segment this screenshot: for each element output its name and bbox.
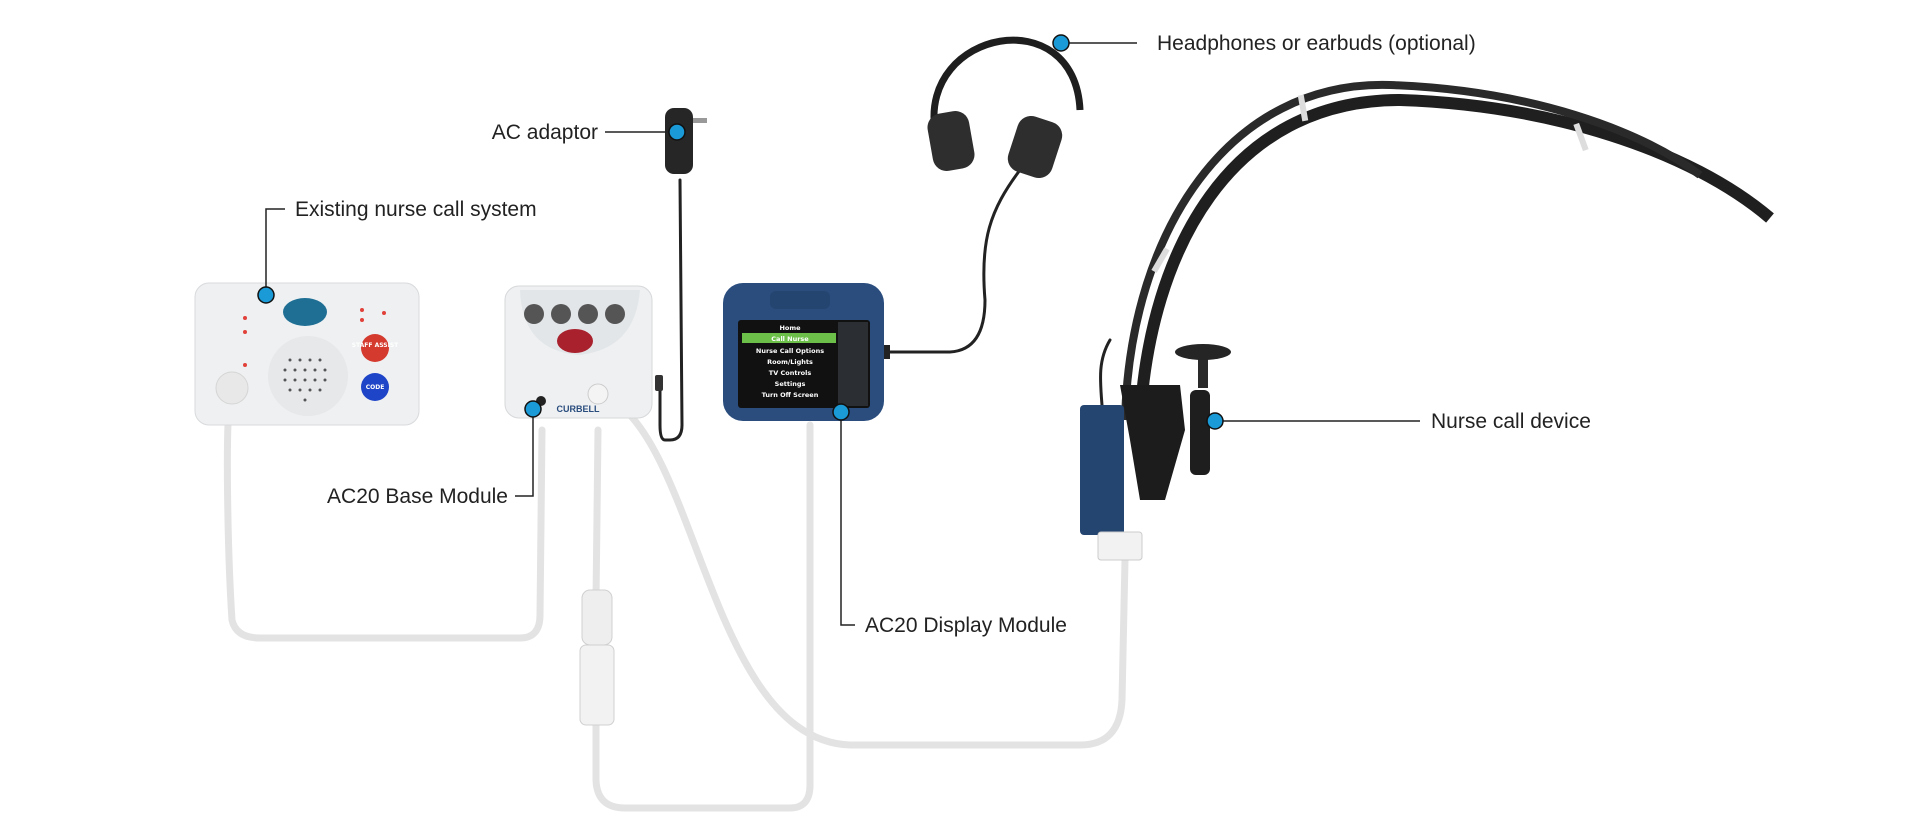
screen-item: Nurse Call Options (756, 347, 824, 355)
cable-splitter-to-display (592, 421, 814, 812)
cable-adaptor (658, 178, 684, 442)
code-button (361, 373, 389, 401)
headphones (927, 36, 1084, 179)
marker-nurse-call-device (1206, 412, 1224, 430)
cables (223, 168, 1129, 812)
cable-panel-to-base (223, 396, 546, 642)
marker-headphones (1052, 34, 1070, 52)
screen-item: Room/Lights (767, 358, 813, 366)
ac-adaptor (665, 108, 707, 174)
label-headphones: Headphones or earbuds (optional) (1157, 32, 1476, 55)
base-brand-logo: CURBELL (557, 404, 600, 414)
callouts (265, 42, 1420, 626)
screen-item: Turn Off Screen (762, 391, 819, 399)
cable-splitter (579, 589, 615, 726)
marker-ac-adaptor (668, 123, 686, 141)
cable-device-power (1099, 338, 1112, 407)
marker-existing-system (257, 286, 275, 304)
screen-item: TV Controls (769, 369, 812, 377)
screen-item: Settings (775, 380, 806, 388)
label-nurse-call-device: Nurse call device (1431, 410, 1591, 433)
label-existing-system: Existing nurse call system (295, 198, 537, 221)
marker-base-module (524, 400, 542, 418)
code-label: CODE (366, 384, 385, 391)
cable-base-to-splitter (592, 426, 602, 604)
ac20-display-module: Home Call Nurse Nurse Call Options Room/… (723, 283, 890, 421)
cable-headphones (883, 168, 1022, 354)
label-ac-adaptor: AC adaptor (492, 121, 598, 144)
screen-highlight (742, 333, 836, 343)
staff-assist-button (361, 334, 389, 362)
existing-nurse-call-panel: STAFF ASSIST CODE (194, 282, 420, 426)
marker-display-module (832, 403, 850, 421)
cable-base-to-device (621, 406, 1129, 749)
screen-title: Home (779, 324, 801, 332)
label-display-module: AC20 Display Module (865, 614, 1067, 637)
nurse-call-device (1080, 80, 1774, 561)
staff-assist-label: STAFF ASSIST (352, 342, 399, 349)
screen-item: Call Nurse (771, 335, 809, 343)
callout-markers (257, 34, 1224, 430)
label-base-module: AC20 Base Module (327, 485, 508, 508)
ac20-base-module: CURBELL (504, 285, 663, 419)
